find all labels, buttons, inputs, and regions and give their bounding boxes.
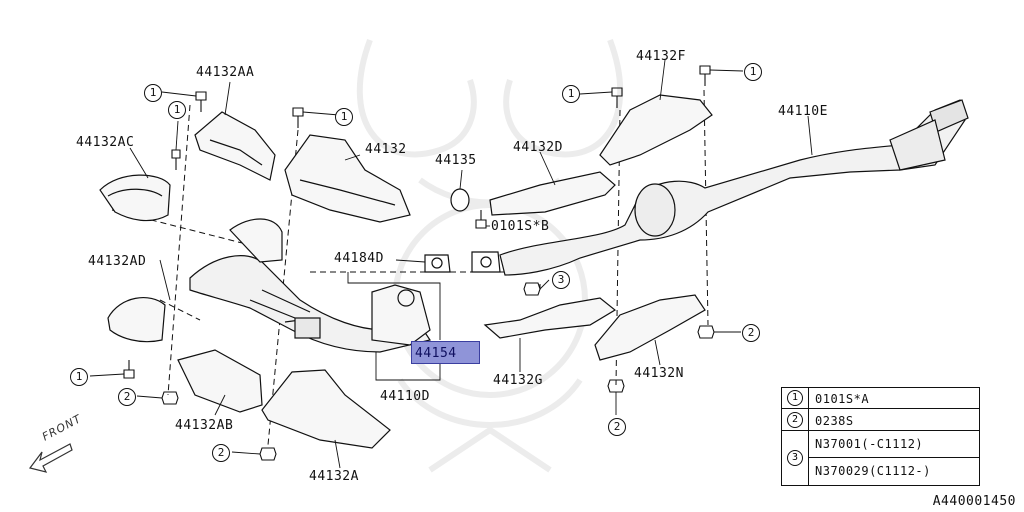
label-44132d: 44132D	[513, 140, 563, 155]
legend-callout-1: 1	[787, 390, 803, 406]
label-44132ad: 44132AD	[88, 254, 147, 269]
gasket-44184d	[424, 254, 451, 273]
gasket-flange	[471, 251, 501, 273]
heat-shield-44132f	[599, 94, 713, 166]
callout-3[interactable]: 3	[552, 271, 570, 289]
legend-callout-2: 2	[787, 412, 803, 428]
label-44132ab: 44132AB	[175, 418, 234, 433]
bolts	[123, 65, 711, 379]
callout-1[interactable]: 1	[70, 368, 88, 386]
callout-2[interactable]: 2	[742, 324, 760, 342]
heat-shield-44132d	[489, 171, 616, 216]
label-44110e: 44110E	[778, 104, 828, 119]
figure-number: A440001450	[932, 494, 1016, 509]
label-44132a: 44132A	[309, 469, 359, 484]
callout-1[interactable]: 1	[744, 63, 762, 81]
heat-shield-44132aa	[194, 111, 276, 181]
legend-row-3: 3 N37001(-C1112) N370029(C1112-)	[782, 431, 979, 485]
label-0101s-b: 0101S*B	[491, 219, 550, 234]
label-44132ac: 44132AC	[76, 135, 135, 150]
label-44132g: 44132G	[493, 373, 543, 388]
callout-2[interactable]: 2	[608, 418, 626, 436]
heat-shield-44132ac	[99, 174, 171, 222]
legend-text-3: N37001(-C1112)	[815, 437, 924, 451]
label-44184d: 44184D	[334, 251, 384, 266]
nuts	[161, 282, 715, 461]
heat-shield-44132a	[261, 369, 391, 449]
heat-shield-44132ad	[107, 297, 166, 343]
callout-2[interactable]: 2	[212, 444, 230, 462]
highlighted-part-44154[interactable]: 44154	[411, 341, 480, 364]
legend-row-1: 1 0101S*A	[782, 388, 979, 409]
label-44110d: 44110D	[380, 389, 430, 404]
legend-text-1: 0101S*A	[815, 392, 870, 406]
label-44132aa: 44132AA	[196, 65, 255, 80]
heat-shield-44132g	[483, 297, 617, 339]
legend-text-2: 0238S	[815, 414, 854, 428]
legend-table: 1 0101S*A 2 0238S 3 N37001(-C1112) N3700…	[781, 387, 980, 486]
gasket-ring-44135	[450, 188, 470, 212]
label-44135: 44135	[435, 153, 477, 168]
callout-1[interactable]: 1	[168, 101, 186, 119]
label-44132: 44132	[365, 142, 407, 157]
center-exhaust-pipe-44110e	[499, 99, 966, 276]
callout-1[interactable]: 1	[144, 84, 162, 102]
callout-1[interactable]: 1	[562, 85, 580, 103]
legend-text-4: N370029(C1112-)	[815, 464, 931, 478]
label-44132n: 44132N	[634, 366, 684, 381]
heat-shield-44132ab	[177, 349, 263, 413]
highlighted-part-label: 44154	[415, 346, 457, 361]
label-leader-lines	[89, 59, 813, 469]
heat-shield-44132n	[594, 294, 706, 361]
callout-2[interactable]: 2	[118, 388, 136, 406]
callout-1[interactable]: 1	[335, 108, 353, 126]
legend-callout-3: 3	[787, 450, 803, 466]
front-arrow-icon	[28, 443, 73, 473]
legend-row-2: 2 0238S	[782, 409, 979, 431]
label-44132f: 44132F	[636, 49, 686, 64]
